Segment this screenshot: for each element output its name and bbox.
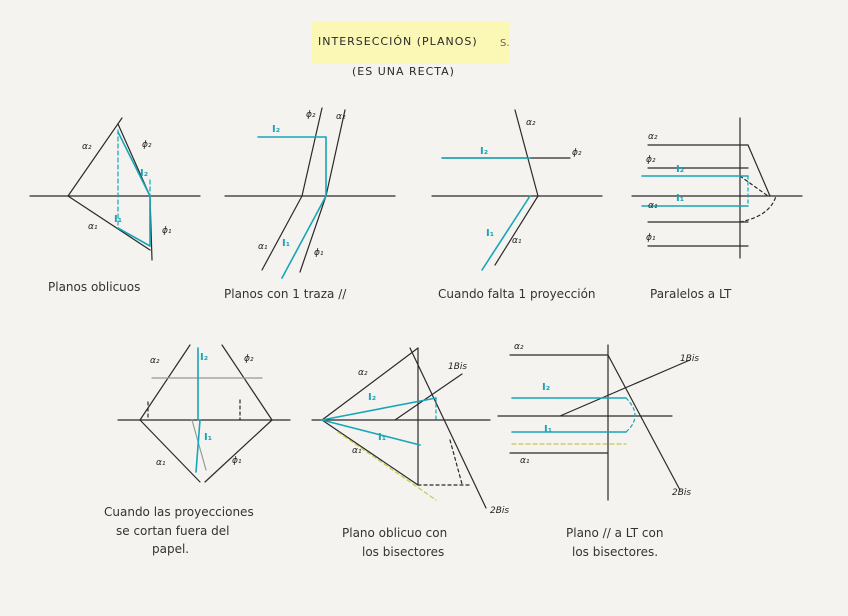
caption-una-traza: Planos con 1 traza //: [224, 287, 347, 301]
i2-label-1: I₂: [140, 168, 149, 179]
phi2-label-2: ϕ₂: [306, 110, 316, 120]
bisector-2-line-b: [607, 354, 681, 491]
title-suffix: S.: [500, 38, 510, 49]
i2-label-3: I₂: [480, 146, 489, 157]
phi1-label-2: ϕ₁: [314, 248, 324, 258]
alpha1-label-4: α₁: [648, 201, 658, 211]
bis1-label-7: 1Bis: [680, 354, 700, 364]
i1-label-1: I₁: [114, 214, 123, 225]
alpha2-label-1: α₂: [82, 142, 92, 152]
page-subtitle: (ES UNA RECTA): [352, 65, 455, 78]
phi2-label-1: ϕ₂: [142, 140, 152, 150]
caption-paralelo-bisectores-2: los bisectores.: [572, 545, 659, 559]
alpha1-label-2: α₁: [258, 242, 268, 252]
alpha1-label-1: α₁: [88, 222, 98, 232]
alpha2-label-2: α₂: [336, 112, 346, 122]
alpha2-label-4: α₂: [648, 132, 658, 142]
alpha1-label-3: α₁: [512, 236, 522, 246]
i1-label-7: I₁: [544, 424, 553, 435]
diagram-paralelo-bisectores: [497, 344, 691, 501]
bis2-label-7: 2Bis: [672, 488, 692, 498]
caption-planos-oblicuos: Planos oblicuos: [48, 280, 141, 294]
i1-label-5: I₁: [204, 432, 213, 443]
alpha2-label-7: α₂: [514, 342, 524, 352]
bisector-2-line: [409, 347, 487, 509]
caption-fuera-papel-2: se cortan fuera del: [116, 524, 230, 538]
bisector-1-line: [394, 373, 463, 421]
i1-label-2: I₁: [282, 238, 291, 249]
caption-paralelo-bisectores-1: Plano // a LT con: [566, 526, 664, 540]
alpha2-label-6: α₂: [358, 368, 368, 378]
i2-label-2: I₂: [272, 124, 281, 135]
alpha1-label-6: α₁: [352, 446, 362, 456]
i1-label-4: I₁: [676, 193, 685, 204]
diagram-fuera-papel: [117, 344, 291, 483]
alpha2-label-5: α₂: [150, 356, 160, 366]
diagram-una-traza-paralela: [224, 107, 396, 279]
diagram-paralelos-lt: [631, 117, 803, 259]
diagram-planos-oblicuos: [29, 117, 201, 261]
page-title: INTERSECCIÓN (PLANOS): [318, 35, 478, 48]
caption-falta-proyeccion: Cuando falta 1 proyección: [438, 287, 596, 301]
phi1-label-1: ϕ₁: [162, 226, 172, 236]
bis2-label-6: 2Bis: [490, 506, 510, 516]
diagram-falta-proyeccion: [431, 109, 603, 271]
bis1-label-6: 1Bis: [448, 362, 468, 372]
phi2-label-5: ϕ₂: [244, 354, 254, 364]
i2-label-4: I₂: [676, 164, 685, 175]
i2-label-5: I₂: [200, 352, 209, 363]
caption-fuera-papel-3: papel.: [152, 542, 190, 556]
caption-oblicuo-bisectores-1: Plano oblicuo con: [342, 526, 448, 540]
caption-fuera-papel-1: Cuando las proyecciones: [104, 505, 254, 519]
diagram-oblicuo-bisectores: [311, 347, 491, 509]
phi2-label-3: ϕ₂: [572, 148, 582, 158]
caption-paralelos-lt: Paralelos a LT: [650, 287, 732, 301]
alpha2-label-3: α₂: [526, 118, 536, 128]
i1-label-3: I₁: [486, 228, 495, 239]
phi1-label-5: ϕ₁: [232, 456, 242, 466]
i2-label-6: I₂: [368, 392, 377, 403]
phi1-label-4: ϕ₁: [646, 233, 656, 243]
alpha1-label-5: α₁: [156, 458, 166, 468]
caption-oblicuo-bisectores-2: los bisectores: [362, 545, 445, 559]
phi2-label-4: ϕ₂: [646, 155, 656, 165]
i2-label-7: I₂: [542, 382, 551, 393]
i1-label-6: I₁: [378, 432, 387, 443]
title-highlight: [312, 22, 509, 63]
alpha1-label-7: α₁: [520, 456, 530, 466]
